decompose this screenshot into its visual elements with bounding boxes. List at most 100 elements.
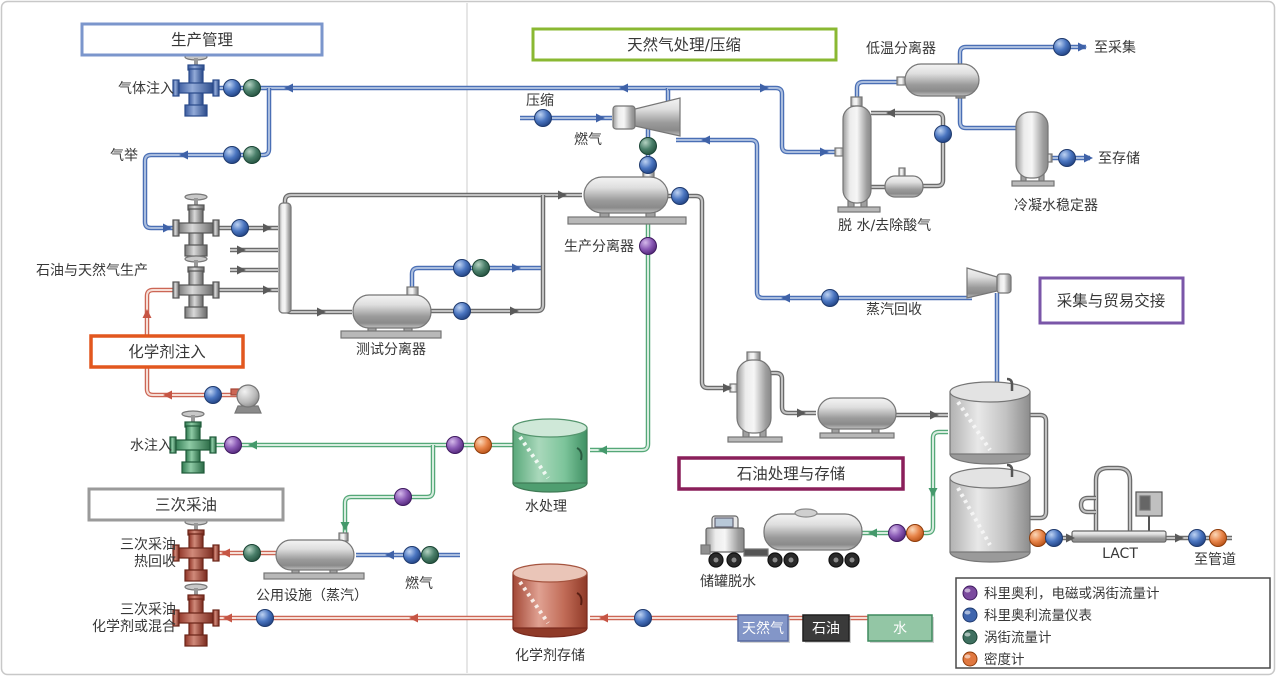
storage-tank-2 [949,463,1031,563]
wellhead-eor-chemical [172,583,220,647]
legend-highlight [964,632,971,637]
vortex-meter-icon [243,146,261,164]
label-tank-dewatering: 储罐脱水 [700,574,756,590]
coriolis-meter-icon [1045,529,1063,547]
legend-label-0: 科里奥利，电磁或涡街流量计 [984,585,1160,602]
legend: 科里奥利，电磁或涡街流量计 科里奥利流量仪表 涡街流量计 密度计 [955,577,1271,669]
legend-highlight [964,654,971,659]
box-eor-title: 三次采油 [155,496,217,514]
label-lact: LACT [1102,546,1138,562]
label-vapor-recovery: 蒸汽回收 [866,302,922,318]
storage-tank-1 [949,377,1031,465]
label-gas-injection: 气体注入 [118,81,174,97]
legend-highlight [964,610,971,615]
coriolis-meter-icon [453,259,471,277]
heater-treater-vessel [727,351,783,443]
label-eor-chem-2: 化学剂或混合 [92,619,176,635]
densitometer-icon [1029,529,1047,547]
wellhead-water-injection [169,410,217,474]
coriolis-meter-icon [453,302,471,320]
chip-water-label: 水 [893,621,907,637]
coriolis-meter-icon [821,289,839,307]
vortex-meter-icon [472,259,490,277]
label-utilities-steam: 公用设施（蒸汽） [256,588,368,604]
wellhead-production-2 [172,255,220,319]
label-water-treatment: 水处理 [525,499,567,515]
legend-box [955,577,1271,669]
coriolis-meter-icon [204,386,222,404]
coriolis-meter-icon [1053,38,1071,56]
box-production-mgmt-title: 生产管理 [171,31,233,49]
coriolis-meter-icon [671,187,689,205]
chip-natural-gas-label: 天然气 [742,620,784,637]
box-oil-treatment-storage-border [677,456,905,491]
coriolis-meter-icon [223,146,241,164]
box-gas-processing-title: 天然气处理/压缩 [627,36,741,54]
production-separator-vessel [567,168,687,225]
chip-natural-gas [737,614,789,642]
box-oil-treatment-storage: 石油处理与存储 [677,456,905,491]
box-gathering-custody-border [1038,276,1185,325]
coriolis-meter-icon [256,609,274,627]
chip-water [867,614,933,642]
box-eor: 三次采油 [87,487,285,522]
vortex-meter-icon [639,137,657,155]
densitometer-icon [906,524,924,542]
labels: 气体注入 气举 石油与天然气生产 水注入 三次采油 热回收 三次采油 化学剂或混… [36,39,1236,664]
section-boxes: 生产管理 天然气处理/压缩 化学剂注入 三次采油 采集与贸易交接 石油处理与存储 [80,22,1185,522]
vapor-recovery-compressor [966,267,1012,299]
box-gas-processing-border [531,27,838,62]
legend-label-2: 涡街流量计 [984,630,1052,646]
label-eor-heat-1: 三次采油 [120,537,176,553]
label-production-separator: 生产分离器 [564,238,634,255]
box-gathering-custody: 采集与贸易交接 [1038,276,1185,325]
coriolis-meter-icon [231,219,249,237]
box-gas-processing: 天然气处理/压缩 [531,27,838,62]
coriolis-meter-icon [1058,149,1076,167]
label-eor-heat-2: 热回收 [134,554,176,570]
label-fuel-gas-utilities: 燃气 [405,575,433,592]
legend-meter-purple-icon [962,585,978,601]
legend-row: 涡街流量计 [962,629,1052,646]
stream-chips: 天然气 石油 水 [737,614,934,643]
label-to-storage: 至存储 [1098,151,1140,167]
legend-highlight [964,588,971,593]
coriolis-meter-icon [534,109,552,127]
label-condensate-stabilizer: 冷凝水稳定器 [1014,198,1098,214]
flow-meters [204,38,1227,627]
gas-compressor [612,97,681,137]
coriolis-meter-icon [634,609,652,627]
well-manifold [278,202,292,314]
legend-meter-orange-icon [962,651,978,667]
densitometer-icon [474,436,492,454]
chip-oil [802,614,850,642]
coriolis-mag-vortex-meter-icon [639,237,657,255]
chemical-pump [230,384,262,414]
condensate-stabilizer-vessel [1011,111,1055,187]
coriolis-meter-icon [403,546,421,564]
label-chemical-storage: 化学剂存储 [515,648,585,664]
coriolis-meter-icon [639,156,657,174]
box-production-mgmt-border [80,22,324,57]
densitometer-icon [1209,529,1227,547]
wellhead-gas-injection [172,53,220,117]
chemical-storage-tank [512,563,588,638]
coriolis-mag-vortex-meter-icon [446,436,464,454]
label-gas-lift: 气举 [110,148,138,164]
wellhead-eor-heat [172,518,220,582]
label-test-separator: 测试分离器 [356,341,426,358]
utilities-steam-vessel [263,532,365,580]
box-gathering-custody-title: 采集与贸易交接 [1057,292,1166,310]
legend-row: 科里奥利流量仪表 [962,607,1092,624]
lact-unit [1071,491,1167,543]
coriolis-mag-vortex-meter-icon [394,488,412,506]
low-temp-separator-vessel [896,63,980,99]
vortex-meter-icon [421,546,439,564]
coriolis-meter-icon [223,79,241,97]
label-to-gathering: 至采集 [1094,39,1136,56]
box-production-mgmt: 生产管理 [80,22,324,57]
recycle-drum [884,167,924,198]
tanker-truck [700,508,863,568]
